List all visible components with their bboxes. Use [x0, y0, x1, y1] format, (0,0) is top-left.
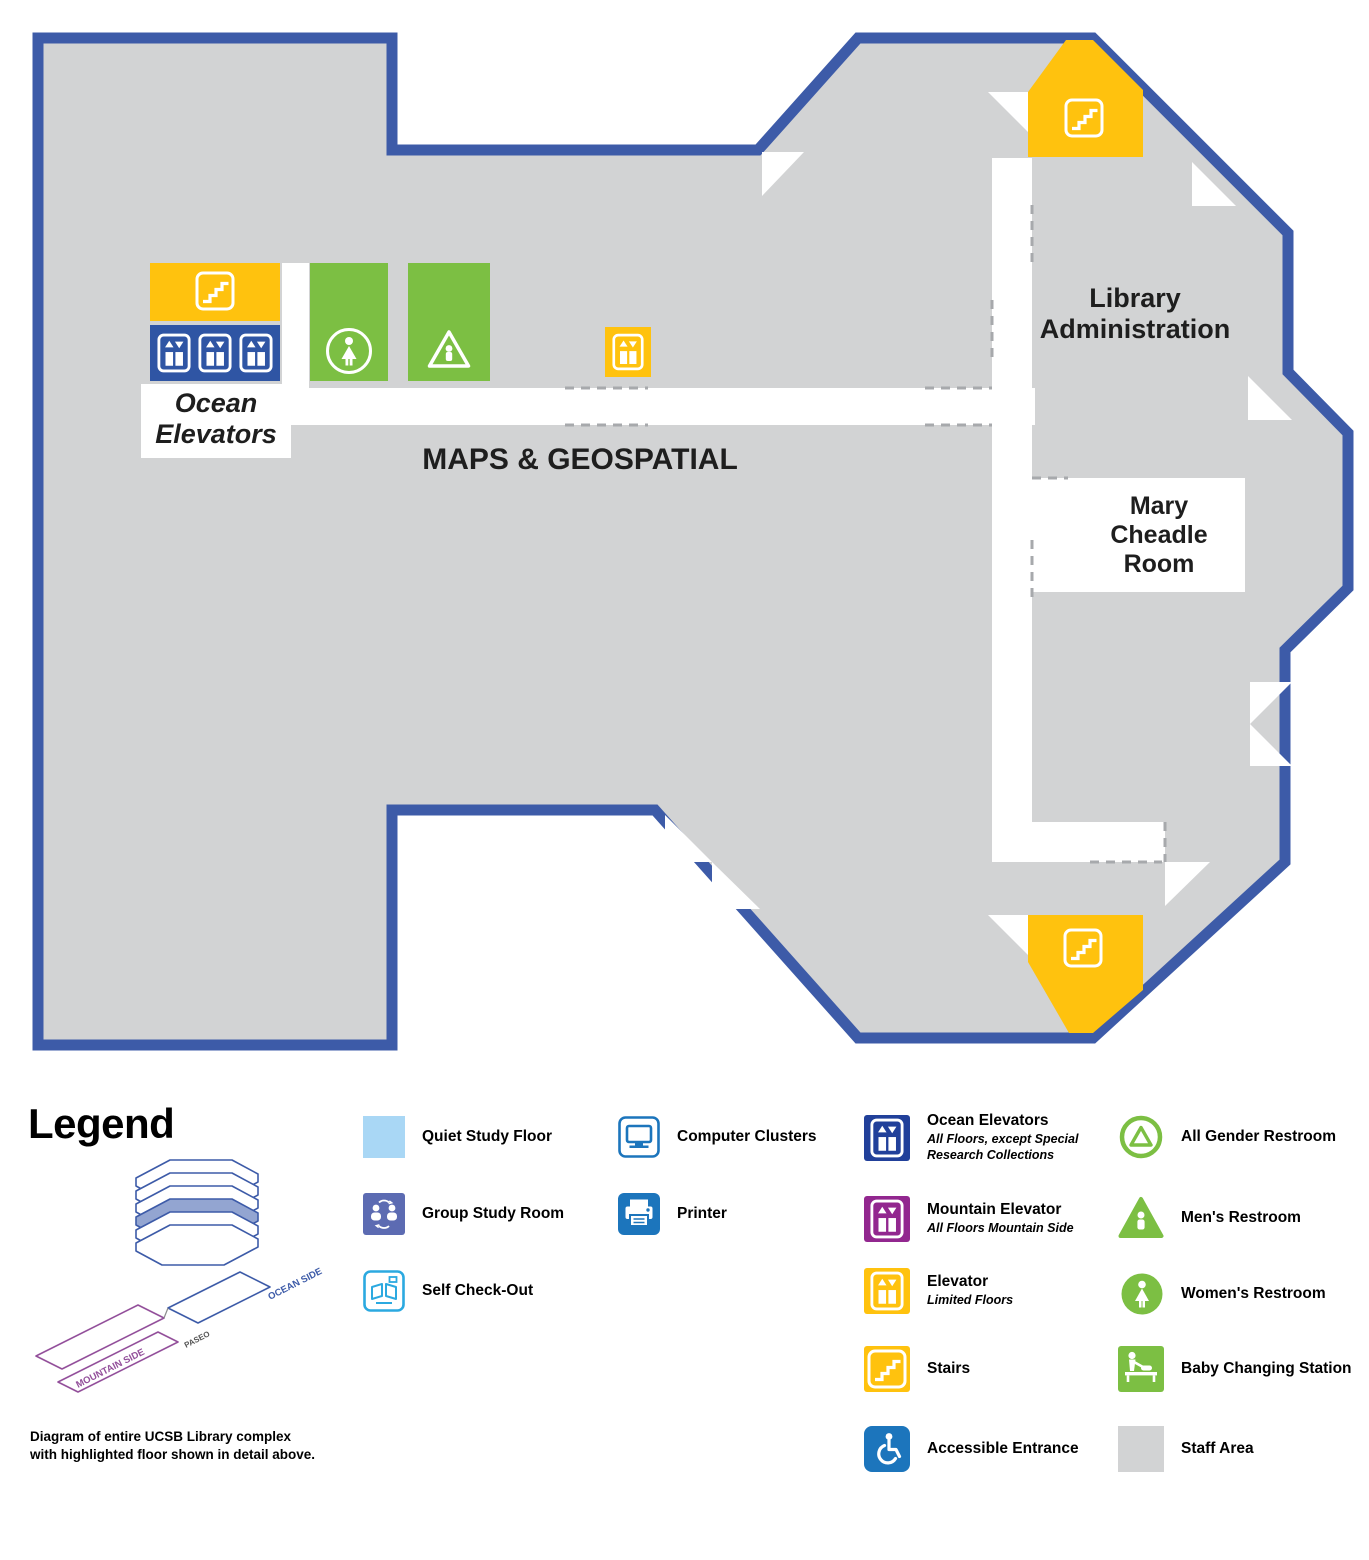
- main-corridor: [150, 388, 1035, 425]
- caption-line: Diagram of entire UCSB Library complex: [30, 1429, 292, 1444]
- label-line: Elevators: [155, 419, 277, 450]
- label-line: Library: [1089, 283, 1181, 313]
- legend-item-group-study-room: Group Study Room: [363, 1193, 564, 1235]
- paseo-label: PASEO: [183, 1329, 212, 1349]
- label-line: Mary: [1129, 492, 1189, 520]
- label-line: Room: [1123, 550, 1195, 578]
- legend-label: Elevator: [927, 1273, 989, 1291]
- mary-cheadle-room-label: Mary Cheadle Room: [1076, 492, 1242, 579]
- elevator-limited-icon: [864, 1268, 910, 1314]
- corridors: [150, 158, 1245, 862]
- label-line: Cheadle: [1110, 521, 1208, 549]
- legend-item-baby-changing-station: Baby Changing Station: [1118, 1346, 1352, 1392]
- group-study-room-icon: [363, 1193, 405, 1235]
- legend-item-computer-clusters: Computer Clusters: [618, 1116, 817, 1158]
- legend-sublabel: Limited Floors: [927, 1293, 1014, 1308]
- stairs-area-northwest: [150, 263, 280, 321]
- legend-item-all-gender-restroom: All Gender Restroom: [1118, 1114, 1336, 1160]
- legend-item-printer: Printer: [618, 1193, 727, 1235]
- door-openings: [565, 205, 1167, 864]
- mountain-side-wing: [57, 1331, 179, 1393]
- mens-restroom-icon: [1118, 1196, 1164, 1240]
- legend-label: Printer: [677, 1205, 727, 1222]
- legend-item-elevator-limited: Elevator Limited Floors: [864, 1268, 1013, 1314]
- mens-restroom-area: [408, 263, 490, 381]
- legend-item-ocean-elevators: Ocean Elevators All Floors, except Speci…: [864, 1112, 1112, 1164]
- stairs-area-southeast: [1028, 915, 1143, 1033]
- mary-cheadle-room-area: [1032, 478, 1245, 592]
- ocean-elevators-area: [150, 325, 280, 381]
- entrance-notches: [665, 92, 1292, 955]
- stairs-area-northeast: [1028, 40, 1143, 157]
- legend-label: Ocean Elevators: [927, 1112, 1049, 1129]
- legend-label: Baby Changing Station: [1181, 1360, 1352, 1377]
- womens-restroom-area: [310, 263, 388, 381]
- legend-item-quiet-study-floor: Quiet Study Floor: [363, 1116, 552, 1158]
- maps-geospatial-label: MAPS & GEOSPATIAL: [420, 443, 740, 478]
- elevator-limited-area: [605, 327, 651, 377]
- legend-label: Computer Clusters: [677, 1128, 817, 1145]
- legend-label: Mountain Elevator: [927, 1201, 1062, 1219]
- legend-label: Staff Area: [1181, 1440, 1254, 1457]
- legend-label: Quiet Study Floor: [422, 1128, 553, 1145]
- legend-label: Accessible Entrance: [927, 1440, 1079, 1457]
- floor-stack: [135, 1159, 259, 1266]
- legend-sublabel: All Floors, except Special Research Coll…: [927, 1132, 1079, 1163]
- east-corridor: [992, 158, 1032, 862]
- ground-wings: [35, 1271, 271, 1393]
- legend-label: Men's Restroom: [1181, 1209, 1301, 1226]
- legend-item-stairs: Stairs: [864, 1346, 970, 1392]
- diagram-caption: Diagram of entire UCSB Library complex w…: [30, 1428, 315, 1464]
- ocean-elevators-icon: [864, 1114, 910, 1161]
- legend-label: All Gender Restroom: [1181, 1128, 1337, 1145]
- baby-changing-station-icon: [1118, 1346, 1164, 1392]
- ocean-elevators-label: Ocean Elevators: [141, 384, 291, 458]
- legend-item-womens-restroom: Women's Restroom: [1120, 1272, 1326, 1316]
- library-administration-label: Library Administration: [1000, 283, 1270, 346]
- legend-title: Legend: [28, 1100, 175, 1147]
- self-check-out-icon: [363, 1270, 405, 1312]
- southeast-corridor: [1032, 822, 1165, 862]
- computer-clusters-icon: [618, 1116, 660, 1158]
- label-line: Ocean: [174, 388, 258, 418]
- legend-label: Self Check-Out: [422, 1282, 534, 1299]
- all-gender-restroom-icon: [1118, 1114, 1164, 1160]
- floor-plan: [32, 32, 1354, 1051]
- legend-item-accessible-entrance: Accessible Entrance: [864, 1426, 1079, 1472]
- printer-icon: [618, 1193, 660, 1235]
- west-corridor-gap: [282, 263, 309, 388]
- ocean-side-wing: [167, 1271, 271, 1324]
- label-line: MAPS & GEOSPATIAL: [422, 443, 738, 476]
- mountain-elevator-icon: [864, 1196, 910, 1242]
- caption-line: with highlighted floor shown in detail a…: [30, 1447, 315, 1463]
- mens-restroom-icon: [427, 330, 471, 368]
- womens-restroom-icon: [326, 328, 372, 374]
- legend-item-staff-area: Staff Area: [1118, 1426, 1254, 1472]
- legend-sublabel: All Floors Mountain Side: [927, 1221, 1074, 1236]
- womens-restroom-icon: [1120, 1272, 1164, 1316]
- legend-label: Women's Restroom: [1181, 1285, 1326, 1302]
- label-line: Administration: [1039, 314, 1231, 345]
- library-complex-diagram: OCEAN SIDE MOUNTAIN SIDE PASEO: [35, 1159, 324, 1393]
- legend-item-mens-restroom: Men's Restroom: [1118, 1196, 1301, 1240]
- legend-label: Group Study Room: [422, 1205, 565, 1222]
- accessible-entrance-icon: [864, 1426, 910, 1472]
- staff-area-icon: [1118, 1426, 1164, 1472]
- stairs-icon: [864, 1346, 910, 1392]
- legend-item-self-check-out: Self Check-Out: [363, 1270, 533, 1312]
- ocean-side-label: OCEAN SIDE: [266, 1266, 324, 1303]
- quiet-study-floor-icon: [363, 1116, 405, 1158]
- legend-item-mountain-elevator: Mountain Elevator All Floors Mountain Si…: [864, 1196, 1074, 1242]
- legend-label: Stairs: [927, 1360, 971, 1377]
